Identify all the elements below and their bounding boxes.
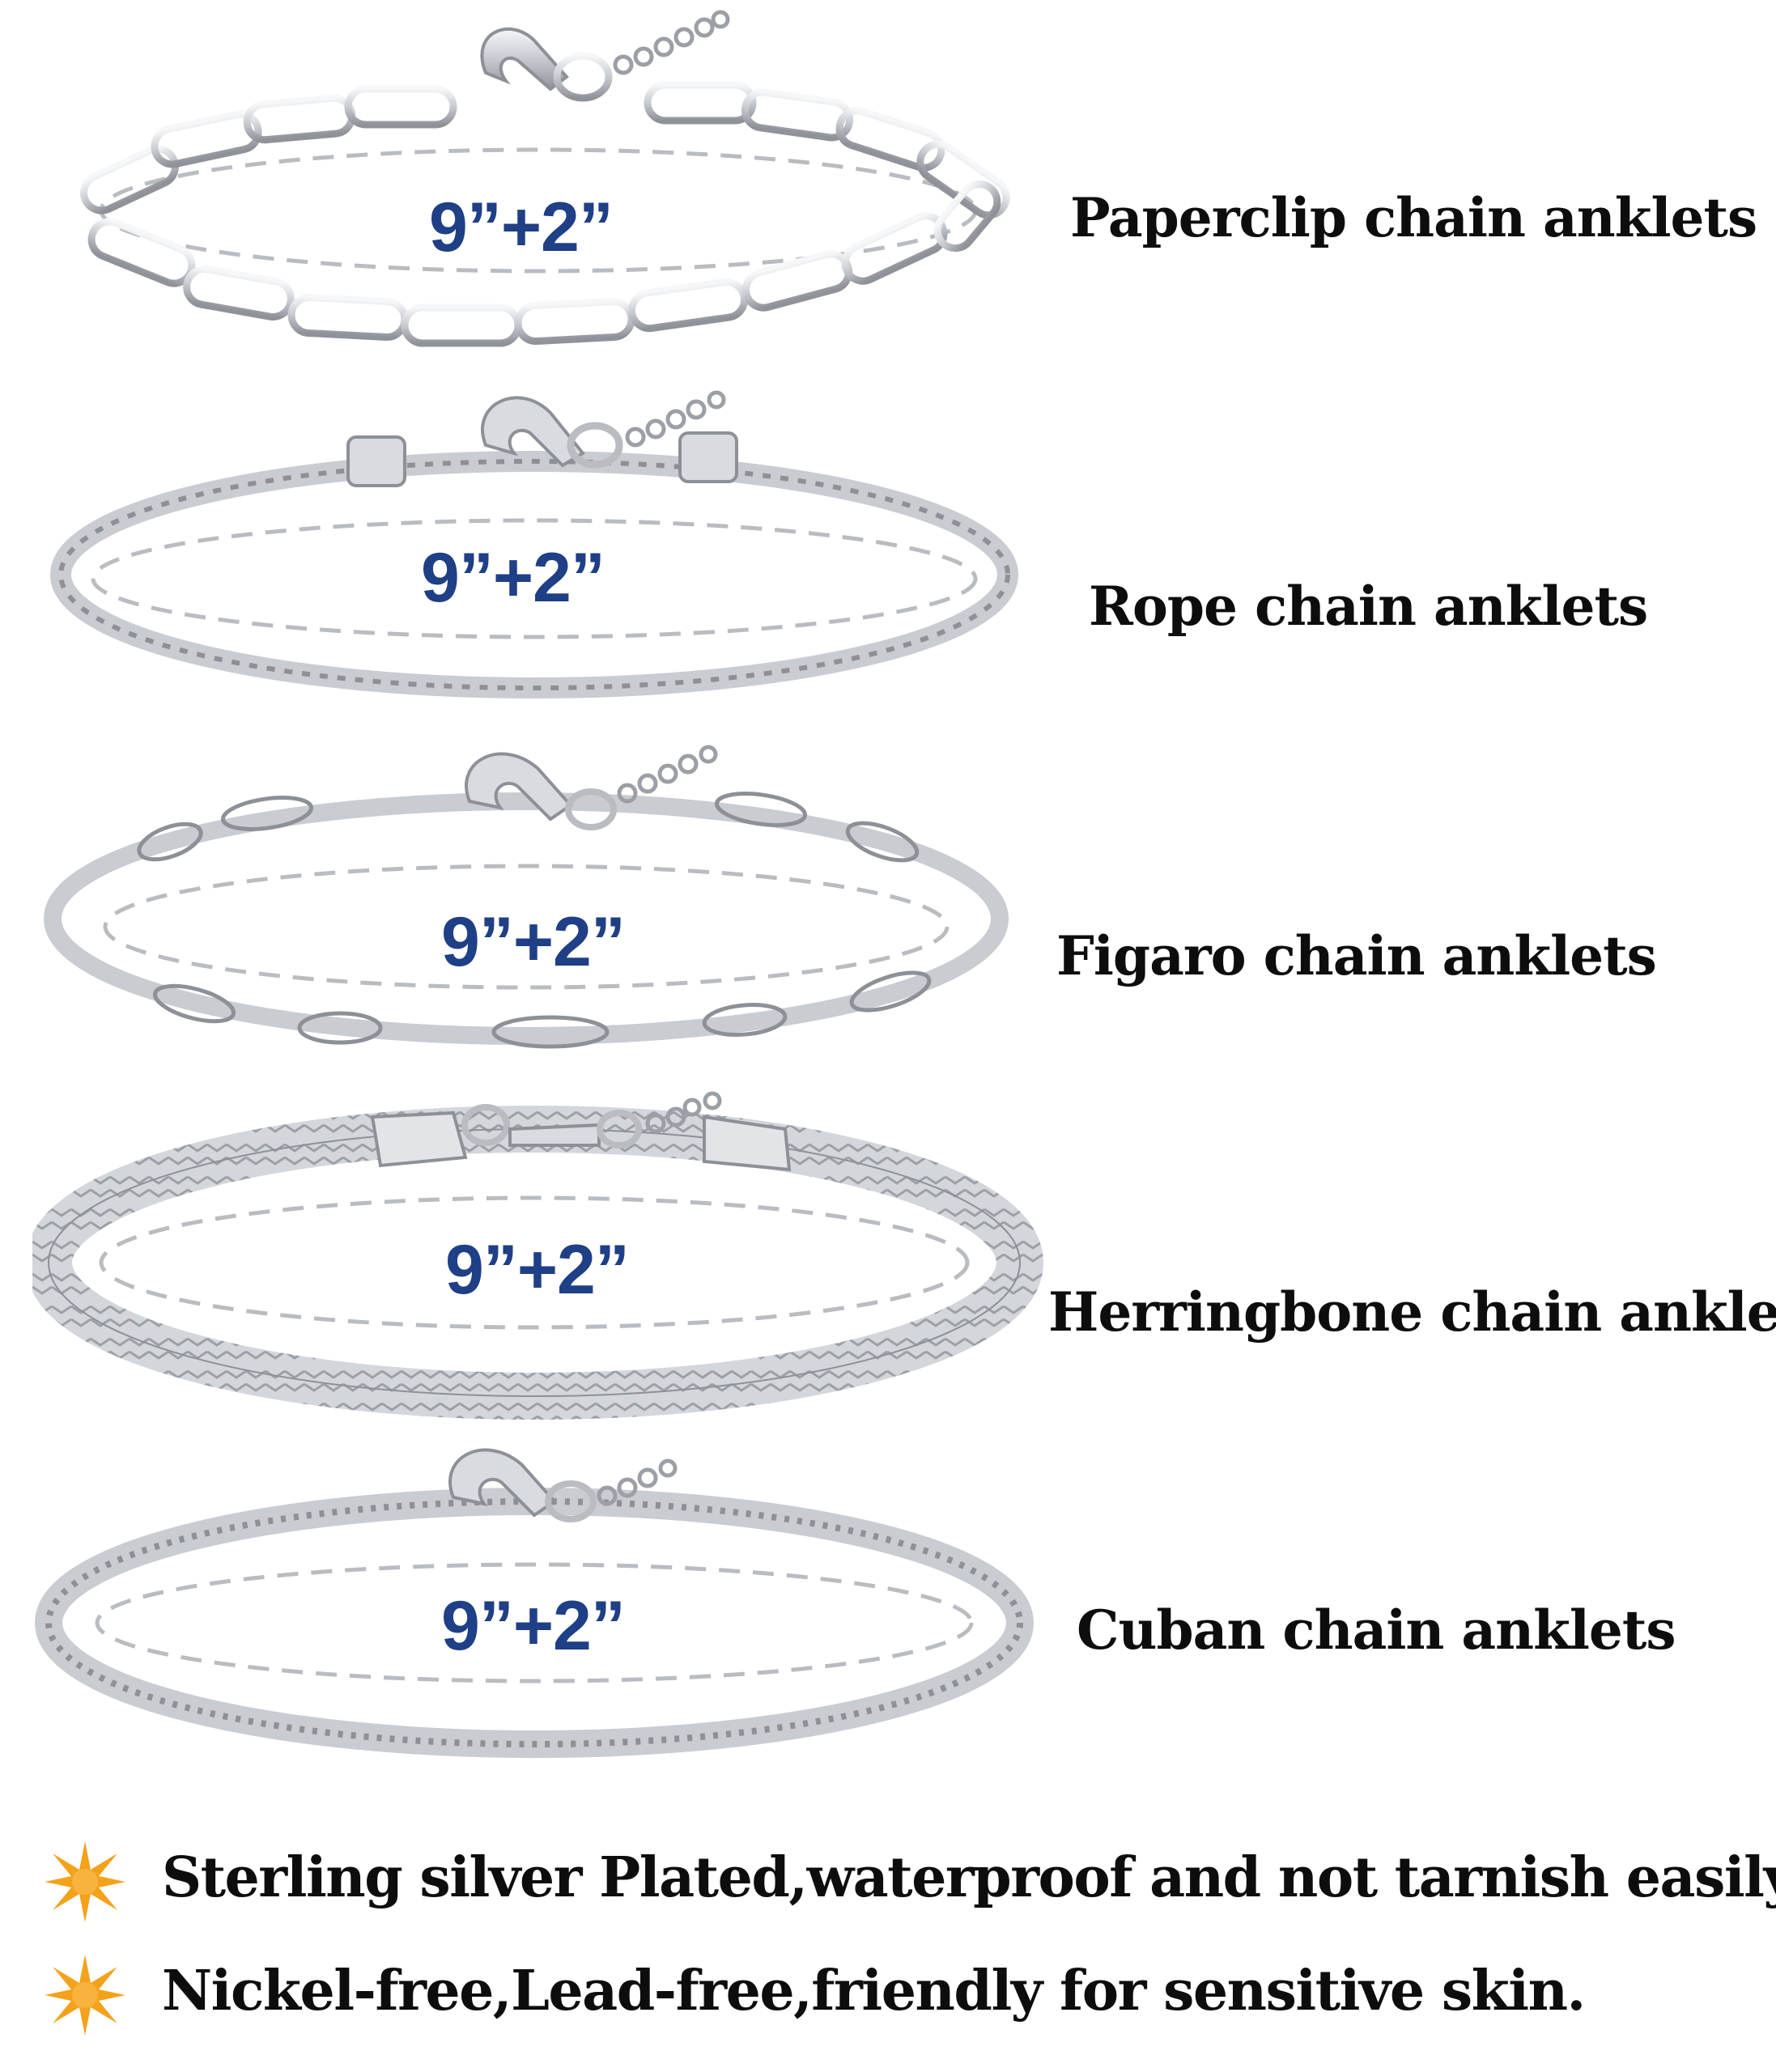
orange-star-burst-icon xyxy=(45,1955,125,2036)
size-label: 9”+2” xyxy=(421,539,605,617)
size-label: 9”+2” xyxy=(429,189,614,266)
orange-star-burst-icon xyxy=(45,1841,125,1922)
rope-chain-image xyxy=(32,356,1052,712)
size-label: 9”+2” xyxy=(445,1231,630,1309)
size-label: 9”+2” xyxy=(441,903,626,981)
anklet-row-paperclip: 9”+2” Paperclip chain anklets xyxy=(0,0,1776,356)
figaro-chain-image xyxy=(32,712,1052,1068)
size-label: 9”+2” xyxy=(441,1587,626,1665)
chain-name-paperclip: Paperclip chain anklets xyxy=(1070,186,1757,249)
chain-name-herringbone: Herringbone chain anklets xyxy=(1048,1280,1776,1344)
chain-name-rope: Rope chain anklets xyxy=(1089,575,1648,638)
herringbone-chain-svg xyxy=(32,1091,1043,1420)
chain-name-figaro: Figaro chain anklets xyxy=(1056,924,1657,987)
chain-name-cuban: Cuban chain anklets xyxy=(1077,1599,1676,1662)
anklet-row-figaro: 9”+2” Figaro chain anklets xyxy=(0,712,1776,1068)
rope-chain-svg xyxy=(50,390,1018,698)
figaro-chain-svg xyxy=(44,745,1009,1049)
paperclip-chain-svg xyxy=(80,10,1010,347)
feature-item: Nickel-free,Lead-free,friendly for sensi… xyxy=(40,1951,1757,2040)
cuban-chain-image xyxy=(32,1424,1052,1781)
anklet-row-rope: 9”+2” Rope chain anklets xyxy=(0,356,1776,712)
herringbone-chain-image xyxy=(32,1068,1052,1424)
anklet-row-cuban: 9”+2” Cuban chain anklets xyxy=(0,1424,1776,1781)
feature-item: Sterling silver Plated,waterproof and no… xyxy=(40,1837,1776,1926)
paperclip-chain-image xyxy=(32,0,1052,356)
feature-text: Sterling silver Plated,waterproof and no… xyxy=(162,1845,1776,1910)
cuban-chain-svg xyxy=(35,1448,1034,1758)
anklet-row-herringbone: 9”+2” Herringbone chain anklets xyxy=(0,1068,1776,1424)
feature-text: Nickel-free,Lead-free,friendly for sensi… xyxy=(162,1959,1586,2023)
